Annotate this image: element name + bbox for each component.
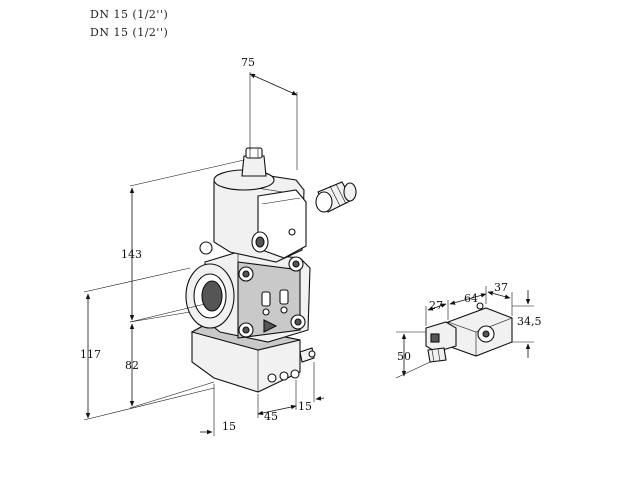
dim-75: 75 bbox=[241, 56, 255, 69]
dim-117: 117 bbox=[80, 348, 101, 361]
dimension-lines bbox=[83, 72, 325, 436]
dim-27: 27 bbox=[429, 299, 443, 312]
dim-15-right: 15 bbox=[298, 400, 312, 413]
dim-82: 82 bbox=[125, 359, 139, 372]
dim-143: 143 bbox=[121, 248, 142, 261]
dim-50: 50 bbox=[397, 350, 411, 363]
gas-valve-body bbox=[185, 147, 316, 393]
dim-45: 45 bbox=[264, 410, 278, 423]
dim-34-5: 34,5 bbox=[517, 315, 542, 328]
dim-37: 37 bbox=[494, 281, 508, 294]
dim-64: 64 bbox=[464, 292, 478, 305]
model-label-1: DN 15 (1/2'') bbox=[90, 8, 169, 21]
cable-gland bbox=[315, 181, 357, 213]
pressure-switch-dimensions bbox=[395, 286, 534, 379]
pressure-switch bbox=[425, 302, 513, 363]
model-label-2: DN 15 (1/2'') bbox=[90, 26, 169, 39]
dim-15-bottom: 15 bbox=[222, 420, 236, 433]
